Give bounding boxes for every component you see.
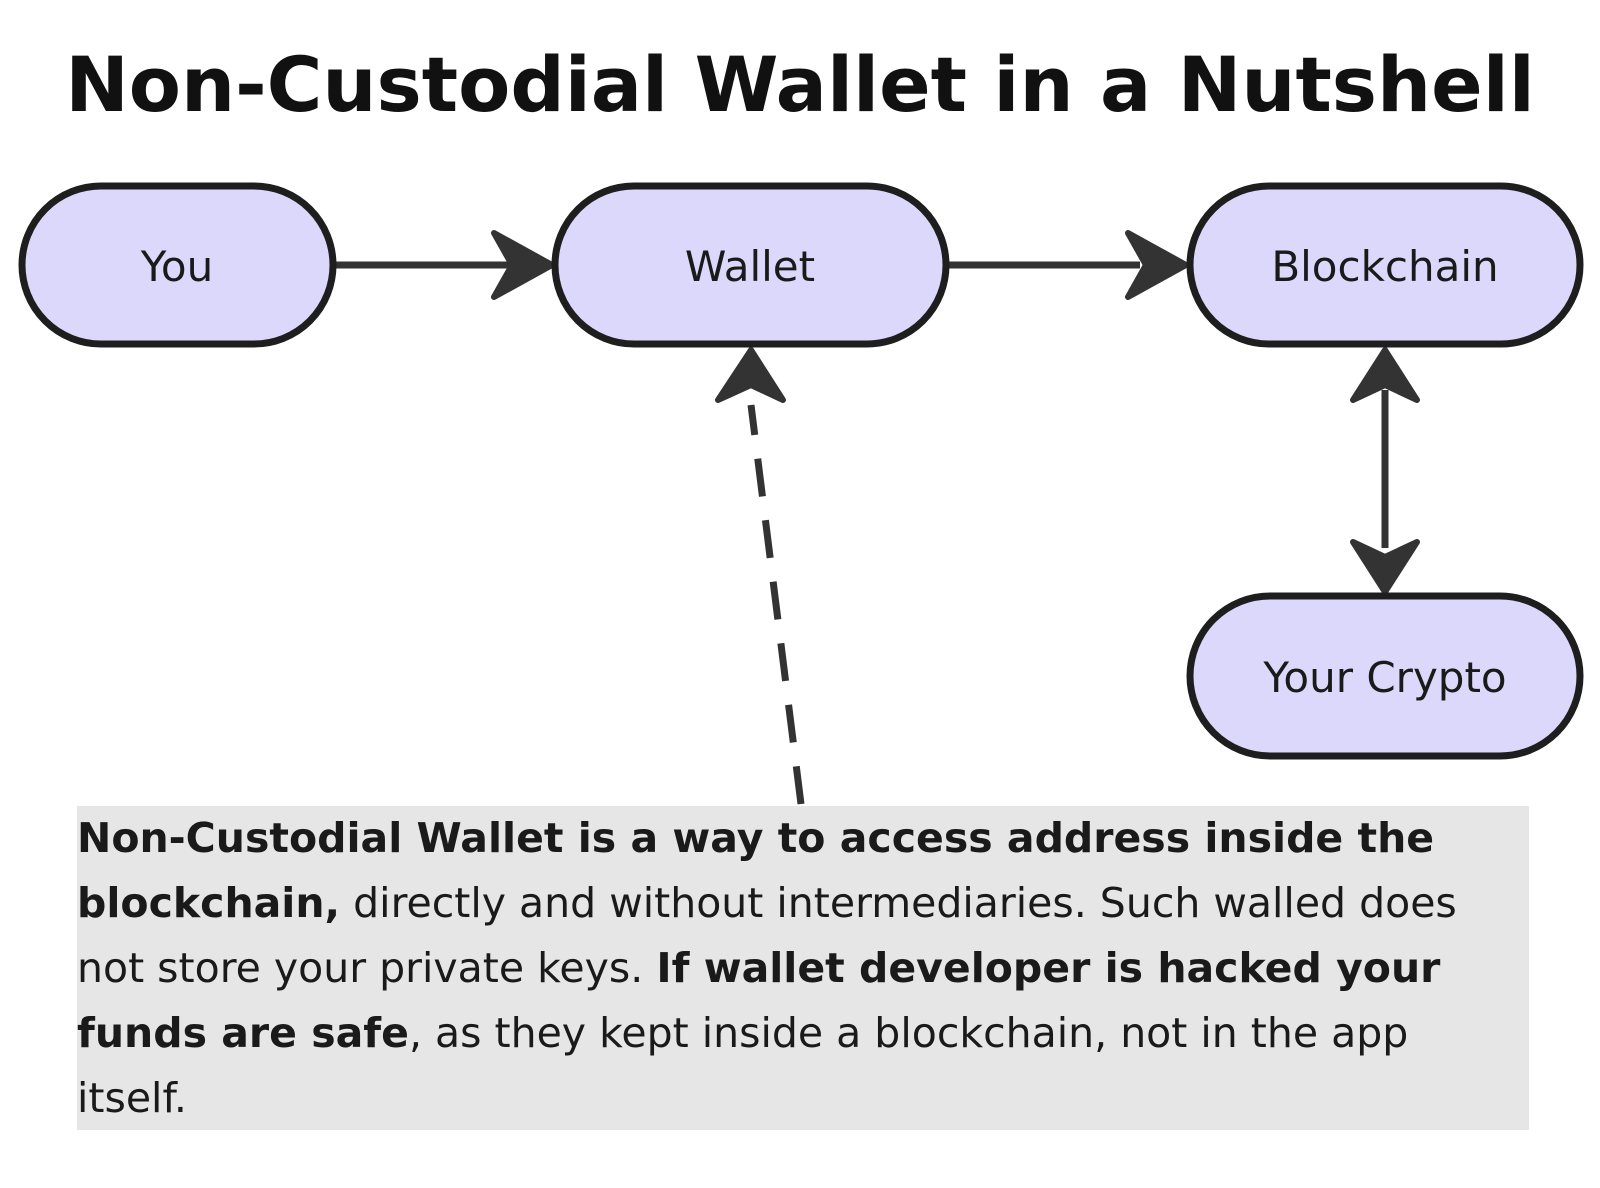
node-wallet-label: Wallet (685, 242, 815, 291)
edge-note-to-wallet-dashed (715, 347, 805, 805)
node-your-crypto: Your Crypto (1186, 592, 1584, 760)
edge-wallet-to-blockchain (946, 230, 1189, 300)
diagram-title: Non-Custodial Wallet in a Nutshell (65, 40, 1535, 129)
node-you-label: You (140, 242, 213, 291)
explanation-note: Non-Custodial Wallet is a way to access … (77, 806, 1529, 1130)
edge-you-to-wallet (333, 230, 555, 300)
node-your-crypto-label: Your Crypto (1262, 653, 1506, 702)
node-blockchain-label: Blockchain (1271, 242, 1498, 291)
note-bold-intro: Non-Custodial Wallet is a way to access … (77, 814, 1435, 927)
edge-blockchain-crypto-bidirectional (1350, 347, 1420, 595)
node-wallet: Wallet (551, 182, 950, 348)
note-text-1: directly and without intermediaries. Suc… (77, 879, 1457, 992)
note-bold-safety: If wallet developer is hacked your funds… (77, 944, 1441, 1057)
note-text-2: , as they kept inside a blockchain, not … (77, 1009, 1409, 1122)
node-blockchain: Blockchain (1186, 182, 1584, 348)
node-you: You (18, 182, 337, 348)
